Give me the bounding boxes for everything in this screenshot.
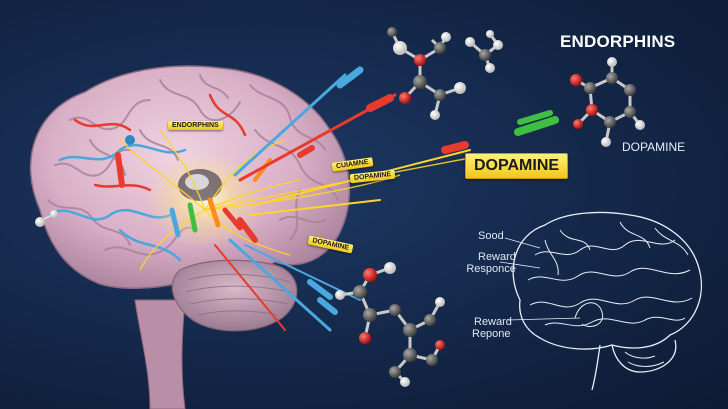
sketch-label-reward-1: Reward [466, 251, 516, 263]
endorphins-title: ENDORPHINS [560, 32, 675, 52]
brain-illustration [31, 66, 555, 409]
brain-sketch [500, 212, 701, 390]
sketch-label-responce: Responce [466, 263, 516, 275]
dopamine-label-top: DOPAMINE [622, 140, 685, 154]
sketch-label-repone: Repone [468, 328, 512, 340]
endorphins-small-tag: ENDORPHINS [168, 121, 223, 130]
molecule-bottom-center [335, 262, 445, 387]
molecule-dopamine-right [570, 57, 645, 147]
molecule-top-center [387, 27, 466, 120]
sketch-label-reward-response: Reward Responce [466, 251, 516, 275]
dopamine-main-tag: DOPAMINE [465, 153, 568, 179]
sketch-label-reward-2: Reward [468, 316, 512, 328]
molecule-top-small [465, 30, 503, 73]
sketch-label-sood: Sood [478, 230, 504, 242]
sketch-label-reward-repone: Reward Repone [468, 316, 512, 340]
